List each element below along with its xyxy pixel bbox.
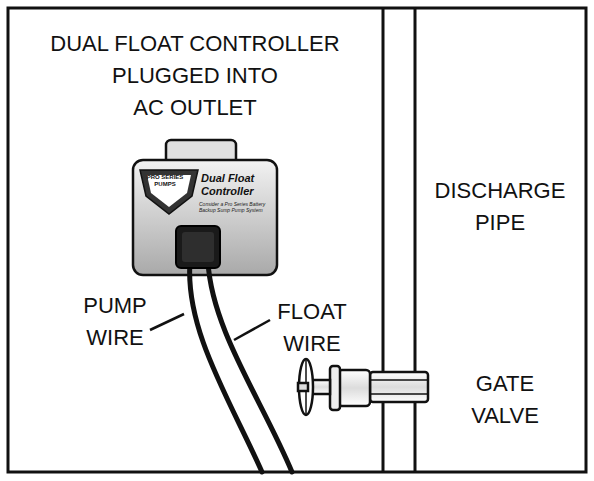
gate-valve [298, 359, 428, 415]
wires [190, 262, 292, 472]
note-text: Consider a Pro Series Battery Backup Sum… [199, 202, 273, 214]
product-name: Dual Float Controller [201, 172, 273, 197]
heading-label: DUAL FLOAT CONTROLLER PLUGGED INTO AC OU… [25, 28, 365, 124]
part-label: FLOAT WIRE [262, 296, 362, 360]
part-label: PUMP WIRE [70, 290, 160, 354]
part-label: DISCHARGE PIPE [420, 175, 580, 239]
power-plug [182, 232, 214, 262]
leader-line [234, 320, 270, 340]
power-plug [176, 226, 220, 268]
frame [8, 8, 586, 472]
controller-box: PRO SERIES PUMPS Dual Float ControllerCon… [133, 160, 277, 275]
part-label: GATE VALVE [445, 368, 565, 432]
logo-text: PRO SERIES PUMPS [145, 174, 185, 188]
controller-housing [133, 140, 277, 275]
leader-line [150, 314, 184, 330]
